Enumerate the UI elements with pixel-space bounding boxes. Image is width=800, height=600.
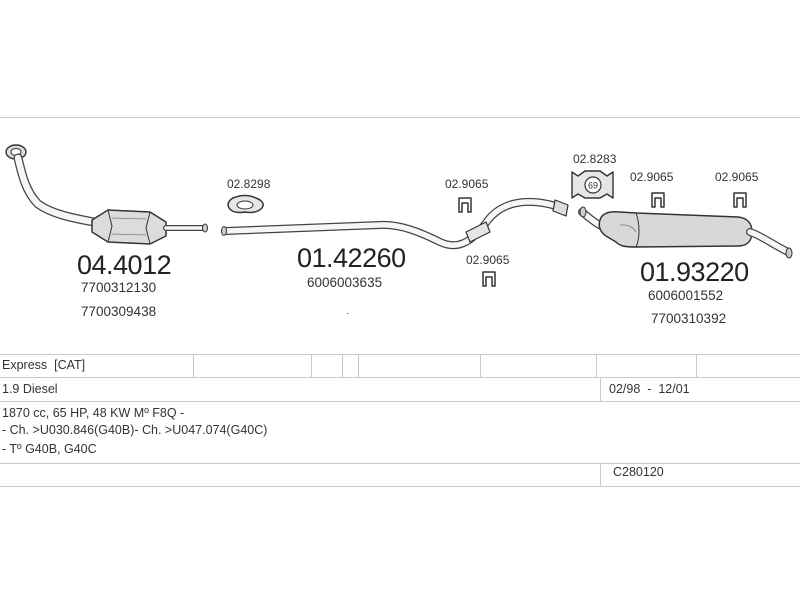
table-row-divider bbox=[0, 463, 800, 464]
hanger-d-icon bbox=[733, 192, 747, 208]
table-col-divider bbox=[311, 354, 312, 377]
drawing-bottom-border bbox=[0, 354, 800, 355]
gasket-part-number[interactable]: 02.8298 bbox=[227, 177, 271, 191]
clamp-badge: 69 bbox=[588, 181, 598, 191]
catalytic-converter-icon bbox=[91, 209, 208, 245]
vehicle-model: Express [CAT] bbox=[2, 358, 86, 372]
table-col-divider bbox=[342, 354, 343, 377]
exhaust-system-drawing: 69 bbox=[5, 144, 793, 287]
catalyst-pipe-icon bbox=[13, 153, 99, 227]
table-col-divider bbox=[358, 354, 359, 377]
rear-silencer-part-number[interactable]: 01.93220 bbox=[640, 257, 749, 287]
hanger-a-part-number[interactable]: 02.9065 bbox=[445, 177, 489, 191]
table-col-divider bbox=[596, 354, 597, 377]
engine-spec: 1870 cc, 65 HP, 48 KW Mº F8Q - bbox=[2, 406, 185, 420]
catalyst-oem-number: 7700312130 bbox=[81, 280, 157, 295]
engine-description: 1.9 Diesel bbox=[2, 382, 58, 396]
hanger-a-icon bbox=[458, 197, 472, 213]
rear-silencer-oem-number: 7700310392 bbox=[651, 311, 727, 326]
table-col-divider bbox=[193, 354, 194, 377]
rear-silencer-icon bbox=[578, 206, 793, 259]
catalyst-oem-number: 7700309438 bbox=[81, 304, 157, 319]
chassis-range: - Ch. >U030.846(G40B)- Ch. >U047.074(G40… bbox=[2, 423, 268, 437]
production-years: 02/98 - 12/01 bbox=[609, 382, 690, 396]
table-col-divider bbox=[480, 354, 481, 377]
table-bottom-border bbox=[0, 486, 800, 487]
hanger-b-part-number[interactable]: 02.9065 bbox=[466, 253, 510, 267]
hanger-c-part-number[interactable]: 02.9065 bbox=[630, 170, 674, 184]
hanger-b-icon bbox=[482, 271, 496, 287]
mid-pipe-oem-number: 6006003635 bbox=[307, 275, 383, 290]
top-border bbox=[0, 117, 800, 118]
clamp-icon bbox=[571, 170, 614, 199]
table-col-divider bbox=[600, 377, 601, 401]
table-row-divider bbox=[0, 377, 800, 378]
catalogue-code: C280120 bbox=[613, 465, 664, 479]
gasket-icon bbox=[227, 194, 264, 214]
table-col-divider bbox=[600, 463, 601, 486]
clamp-part-number[interactable]: 02.8283 bbox=[573, 152, 617, 166]
hanger-c-icon bbox=[651, 192, 665, 208]
type-codes: - Tº G40B, G40C bbox=[2, 442, 97, 456]
rear-silencer-oem-number: 6006001552 bbox=[648, 288, 724, 303]
hanger-d-part-number[interactable]: 02.9065 bbox=[715, 170, 759, 184]
table-row-divider bbox=[0, 401, 800, 402]
table-col-divider bbox=[696, 354, 697, 377]
mid-pipe-part-number[interactable]: 01.42260 bbox=[297, 243, 406, 273]
catalyst-part-number[interactable]: 04.4012 bbox=[77, 250, 172, 280]
center-dot: · bbox=[346, 308, 350, 319]
middle-pipe-icon bbox=[221, 197, 569, 250]
